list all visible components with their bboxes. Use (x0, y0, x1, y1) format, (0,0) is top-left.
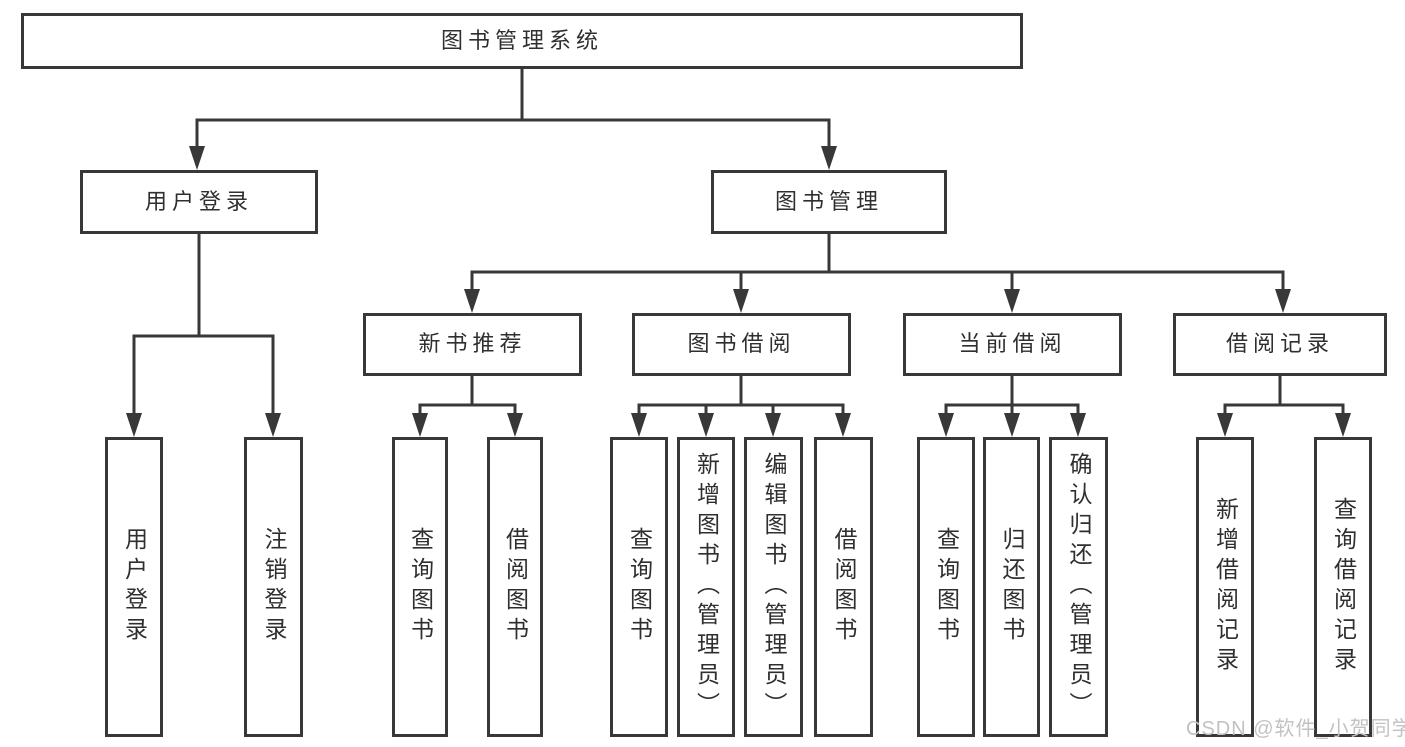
arrowhead-icon (507, 413, 523, 437)
node-borrow-query: 查询图书 (610, 437, 668, 737)
node-recommend: 新书推荐 (363, 313, 582, 376)
arrowhead-icon (821, 146, 837, 170)
node-recommend-borrow: 借阅图书 (487, 437, 543, 737)
node-login: 用户登录 (80, 170, 318, 234)
node-current-query: 查询图书 (917, 437, 975, 737)
arrowhead-icon (1335, 413, 1351, 437)
node-mgmt: 图书管理 (711, 170, 947, 234)
arrowhead-icon (412, 413, 428, 437)
node-login-user: 用户登录 (105, 437, 163, 737)
node-records-add: 新增借阅记录 (1196, 437, 1254, 737)
node-records-query: 查询借阅记录 (1314, 437, 1372, 737)
node-root: 图书管理系统 (21, 13, 1023, 69)
arrowhead-icon (765, 413, 781, 437)
arrowhead-icon (1070, 413, 1086, 437)
arrowhead-icon (1275, 289, 1291, 313)
node-records: 借阅记录 (1173, 313, 1387, 376)
node-borrow-edit: 编辑图书（管理员） (744, 437, 803, 737)
node-borrow-add: 新增图书（管理员） (677, 437, 735, 737)
arrowhead-icon (265, 413, 281, 437)
arrowhead-icon (631, 413, 647, 437)
node-borrow: 图书借阅 (632, 313, 851, 376)
arrowhead-icon (733, 289, 749, 313)
watermark: CSDN @软件_小贺同学 (1186, 718, 1405, 740)
arrowhead-icon (126, 413, 142, 437)
node-current: 当前借阅 (903, 313, 1122, 376)
node-current-return: 归还图书 (983, 437, 1040, 737)
arrowhead-icon (938, 413, 954, 437)
node-borrow-lend: 借阅图书 (814, 437, 873, 737)
arrowhead-icon (189, 146, 205, 170)
node-current-confirm: 确认归还（管理员） (1049, 437, 1108, 737)
node-recommend-query: 查询图书 (392, 437, 448, 737)
arrowhead-icon (464, 289, 480, 313)
arrowhead-icon (1217, 413, 1233, 437)
arrowhead-icon (1004, 289, 1020, 313)
node-login-logout: 注销登录 (244, 437, 303, 737)
arrowhead-icon (835, 413, 851, 437)
arrowhead-icon (1004, 413, 1020, 437)
arrowhead-icon (698, 413, 714, 437)
